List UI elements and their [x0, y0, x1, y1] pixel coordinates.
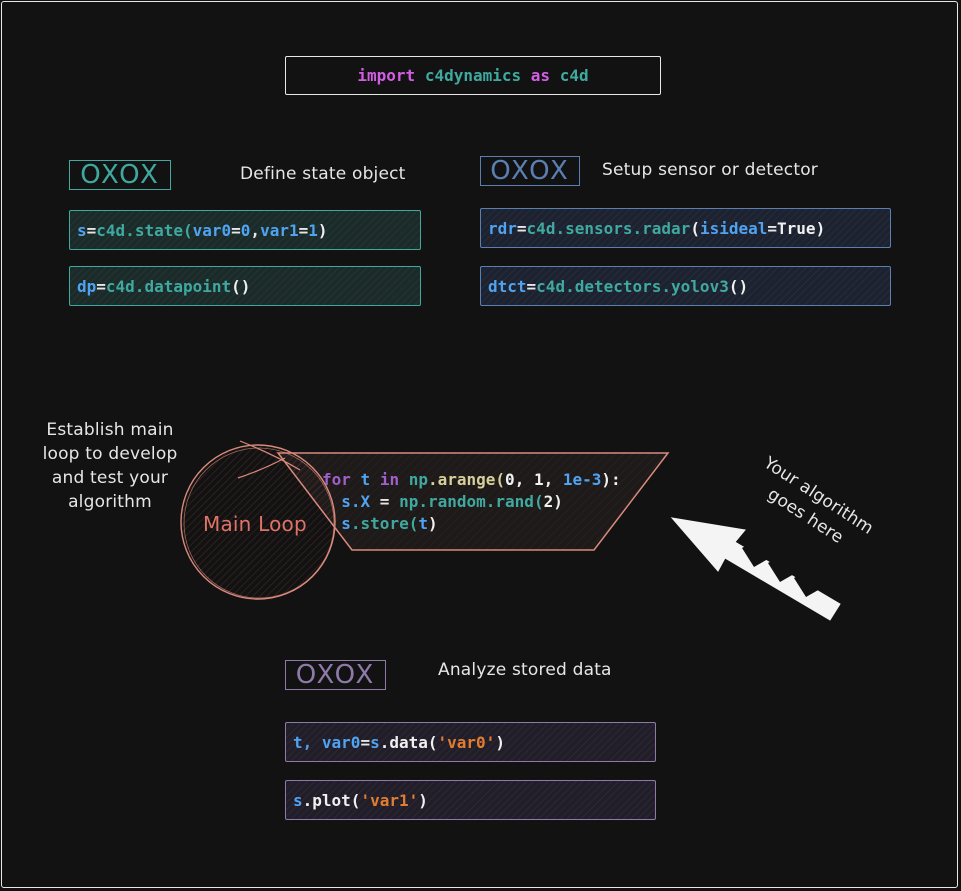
code-token: ) — [418, 790, 428, 810]
code-token: rdr — [488, 218, 517, 238]
define-state-heading: Define state object — [240, 164, 406, 184]
code-token: () — [728, 276, 749, 296]
loop-code-line-1: for t in np.arange(0, 1, 1e-3): — [322, 470, 621, 489]
code-token: isideal — [699, 218, 768, 238]
loop-code-line-2: s.X = np.random.rand(2) — [322, 492, 563, 511]
code-token: ( — [690, 218, 700, 238]
loop-code-line-3: s.store(t) — [322, 514, 438, 533]
plot-code-line: s.plot('var1') — [285, 780, 656, 820]
code-token: ) — [317, 220, 328, 240]
code-token: 2 — [543, 492, 554, 511]
code-token: = — [516, 218, 527, 238]
import-statement: import c4dynamics as c4d — [285, 56, 661, 95]
code-token: c4d.sensors.radar — [526, 218, 691, 238]
code-token: = — [767, 218, 778, 238]
code-token: = — [360, 732, 371, 752]
code-token: , — [250, 220, 261, 240]
code-token: ) — [495, 732, 505, 752]
code-token: = — [96, 276, 106, 296]
keyword-import: import — [357, 66, 416, 85]
code-token: 'var0' — [437, 732, 496, 752]
datapoint-code-line: dp = c4d.datapoint() — [69, 266, 421, 306]
code-token: = — [298, 220, 309, 240]
code-token: c4d.datapoint — [105, 276, 232, 296]
main-loop-note: Establish main loop to develop and test … — [30, 418, 190, 514]
code-token: np — [399, 492, 419, 511]
oxox-stamp-icon: OXOX — [69, 160, 171, 190]
code-token: 1 — [533, 470, 544, 489]
code-token: ) — [815, 218, 826, 238]
code-token: dtct — [488, 276, 527, 296]
code-token: True — [777, 218, 816, 238]
note-line: Establish main — [46, 420, 174, 440]
code-token: ) — [553, 492, 563, 511]
code-token: = — [86, 220, 97, 240]
code-token: 1 — [308, 220, 318, 240]
code-token: in — [379, 470, 400, 489]
code-token: for — [322, 470, 351, 489]
arrow-icon — [670, 517, 841, 621]
state-code-line: s = c4d.state(var0 = 0, var1 = 1) — [69, 210, 421, 250]
analyze-heading: Analyze stored data — [438, 660, 612, 680]
code-token: t — [418, 514, 428, 533]
code-token: s — [322, 514, 351, 533]
code-token: .arange( — [427, 470, 506, 489]
note-line: algorithm — [68, 492, 152, 512]
code-token: = — [231, 220, 241, 240]
code-token: dp — [77, 276, 97, 296]
code-token: .data( — [379, 732, 438, 752]
code-token: s — [77, 220, 87, 240]
code-token: t — [350, 470, 380, 489]
code-token: 0 — [505, 470, 515, 489]
module-alias: c4d — [559, 66, 589, 85]
data-code-line: t, var0 = s.data('var0') — [285, 722, 656, 762]
code-token: , — [514, 470, 534, 489]
code-token: .plot( — [302, 790, 361, 810]
code-token: c4d.detectors.yolov3 — [536, 276, 729, 296]
code-token: c4d.state( — [96, 220, 193, 240]
code-token: var0 — [192, 220, 232, 240]
code-token: ): — [601, 470, 621, 489]
detector-code-line: dtct = c4d.detectors.yolov3() — [480, 266, 891, 306]
note-line: and test your — [51, 468, 169, 488]
code-token: ) — [427, 514, 438, 533]
keyword-as: as — [530, 66, 551, 85]
code-token: s.X — [322, 492, 371, 511]
code-token: s — [293, 790, 303, 810]
main-loop-circle — [180, 444, 336, 600]
code-token: 0 — [240, 220, 251, 240]
code-token: .store( — [350, 514, 419, 533]
code-token: .random.rand( — [418, 492, 544, 511]
code-token: () — [231, 276, 251, 296]
code-token: np — [399, 470, 428, 489]
oxox-stamp-icon: OXOX — [480, 156, 580, 186]
code-token: var1 — [260, 220, 299, 240]
radar-code-line: rdr = c4d.sensors.radar(isideal = True) — [480, 208, 891, 248]
code-token: 'var1' — [360, 790, 419, 810]
sensor-heading: Setup sensor or detector — [602, 160, 818, 180]
code-token: = — [526, 276, 537, 296]
note-line: loop to develop — [42, 444, 178, 464]
code-token: = — [370, 492, 400, 511]
code-token: t, var0 — [293, 732, 361, 752]
main-loop-label: Main Loop — [203, 512, 307, 536]
code-token: s — [370, 732, 380, 752]
code-token: , — [543, 470, 563, 489]
code-token: 1e-3 — [562, 470, 602, 489]
oxox-stamp-icon: OXOX — [285, 660, 386, 690]
module-name: c4dynamics — [424, 66, 522, 85]
